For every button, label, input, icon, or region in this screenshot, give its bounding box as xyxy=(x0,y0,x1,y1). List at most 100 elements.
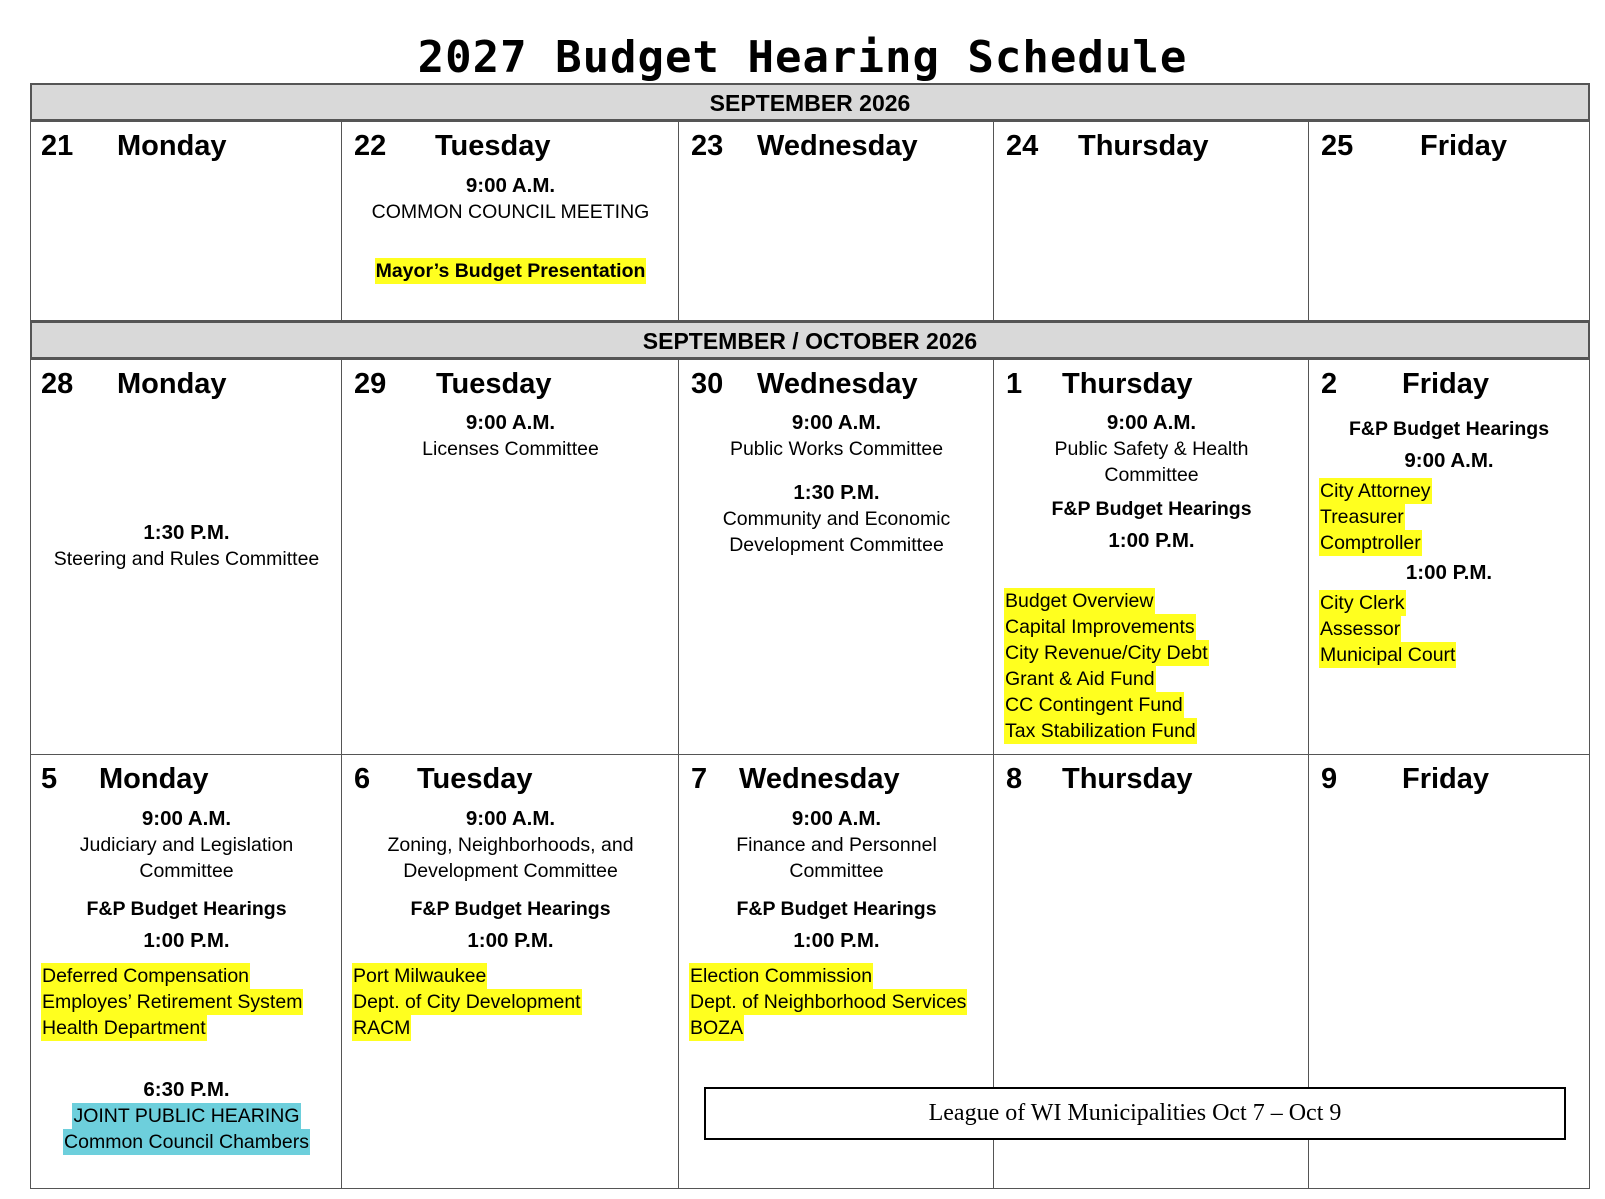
event-time: 9:00 A.M. xyxy=(1106,411,1197,434)
month-band-september: SEPTEMBER 2026 xyxy=(30,83,1590,121)
event-time-2: 1:00 P.M. xyxy=(1108,529,1195,552)
day-number: 6 xyxy=(354,763,371,795)
day-name: Tuesday xyxy=(417,763,533,795)
list-item: Deferred Compensation xyxy=(41,963,251,989)
day-number: 2 xyxy=(1321,368,1338,400)
day-number: 29 xyxy=(354,368,387,400)
event-title-a: Public Safety & Health xyxy=(1054,438,1249,460)
event-time: 9:00 A.M. xyxy=(141,807,232,830)
day-number: 23 xyxy=(691,130,724,162)
fp-hearings-label: F&P Budget Hearings xyxy=(736,898,937,920)
day-number: 25 xyxy=(1321,130,1354,162)
day-name: Thursday xyxy=(1062,368,1193,400)
list-item: Assessor xyxy=(1319,616,1402,642)
event-time: 9:00 A.M. xyxy=(465,411,556,434)
list-item: Municipal Court xyxy=(1319,642,1457,668)
day-name: Monday xyxy=(117,130,227,162)
hearing-list-pm: City Clerk Assessor Municipal Court xyxy=(1319,590,1457,668)
event-time-2: 1:00 P.M. xyxy=(143,929,230,952)
hearing-list: Port Milwaukee Dept. of City Development… xyxy=(352,963,582,1041)
list-item: Employes’ Retirement System xyxy=(41,989,304,1015)
day-number: 21 xyxy=(41,130,74,162)
event-time: 9:00 A.M. xyxy=(791,807,882,830)
day-number: 9 xyxy=(1321,763,1338,795)
month-band-sep-oct: SEPTEMBER / OCTOBER 2026 xyxy=(30,321,1590,359)
day-cell-oct-5: 5 Monday 9:00 A.M. Judiciary and Legisla… xyxy=(30,754,343,1189)
hearing-list-am: City Attorney Treasurer Comptroller xyxy=(1319,478,1432,556)
day-name: Wednesday xyxy=(739,763,900,795)
hearing-location: Common Council Chambers xyxy=(63,1129,310,1155)
day-number: 5 xyxy=(41,763,58,795)
list-item: Election Commission xyxy=(689,963,874,989)
day-name: Friday xyxy=(1420,130,1508,162)
day-cell-sep-29: 29 Tuesday 9:00 A.M. Licenses Committee xyxy=(341,359,680,756)
list-item: Grant & Aid Fund xyxy=(1004,666,1156,692)
event-time-2: 1:00 P.M. xyxy=(1405,561,1493,584)
event-time-2: 1:00 P.M. xyxy=(467,929,554,952)
event-title-b: Committee xyxy=(1104,464,1199,486)
day-number: 24 xyxy=(1006,130,1039,162)
event-title: COMMON COUNCIL MEETING xyxy=(371,201,650,223)
list-item: City Revenue/City Debt xyxy=(1004,640,1209,666)
league-notice: League of WI Municipalities Oct 7 – Oct … xyxy=(704,1087,1566,1140)
day-cell-sep-30: 30 Wednesday 9:00 A.M. Public Works Comm… xyxy=(678,359,995,756)
day-name: Wednesday xyxy=(757,130,918,162)
event-time-2: 1:30 P.M. xyxy=(793,481,880,504)
day-cell-oct-1: 1 Thursday 9:00 A.M. Public Safety & Hea… xyxy=(993,359,1310,756)
day-name: Monday xyxy=(117,368,227,400)
hearing-list: Election Commission Dept. of Neighborhoo… xyxy=(689,963,968,1041)
list-item: City Clerk xyxy=(1319,590,1406,616)
event-time-3: 6:30 P.M. xyxy=(143,1078,230,1101)
event-time: 9:00 A.M. xyxy=(465,174,556,197)
event-time-2: 1:00 P.M. xyxy=(793,929,880,952)
hearing-list: Budget Overview Capital Improvements Cit… xyxy=(1004,588,1209,744)
day-number: 28 xyxy=(41,368,74,400)
event-title-a: Finance and Personnel xyxy=(736,834,937,856)
joint-public-hearing: JOINT PUBLIC HEARING xyxy=(72,1103,301,1129)
event-title-2b: Development Committee xyxy=(729,534,944,556)
day-cell-sep-24: 24 Thursday xyxy=(993,121,1310,321)
event-title-b: Committee xyxy=(139,860,234,882)
list-item: CC Contingent Fund xyxy=(1004,692,1184,718)
list-item: Health Department xyxy=(41,1015,207,1041)
event-title: Steering and Rules Committee xyxy=(53,548,320,570)
event-title: Public Works Committee xyxy=(729,438,944,460)
highlighted-event: Mayor’s Budget Presentation xyxy=(374,258,647,284)
day-number: 1 xyxy=(1006,368,1023,400)
day-number: 8 xyxy=(1006,763,1023,795)
day-cell-sep-23: 23 Wednesday xyxy=(678,121,995,321)
list-item: Dept. of Neighborhood Services xyxy=(689,989,968,1015)
event-time: 9:00 A.M. xyxy=(465,807,556,830)
day-cell-sep-28: 28 Monday 1:30 P.M. Steering and Rules C… xyxy=(30,359,343,756)
list-item: RACM xyxy=(352,1015,412,1041)
event-time: 9:00 A.M. xyxy=(791,411,882,434)
day-name: Tuesday xyxy=(435,130,551,162)
list-item: Comptroller xyxy=(1319,530,1422,556)
day-cell-sep-22: 22 Tuesday 9:00 A.M. COMMON COUNCIL MEET… xyxy=(341,121,680,321)
event-title: Licenses Committee xyxy=(422,438,599,460)
fp-hearings-label: F&P Budget Hearings xyxy=(1051,498,1252,520)
list-item: Dept. of City Development xyxy=(352,989,582,1015)
list-item: Budget Overview xyxy=(1004,588,1155,614)
event-title-2a: Community and Economic xyxy=(722,508,951,530)
day-name: Tuesday xyxy=(436,368,552,400)
page-title: 2027 Budget Hearing Schedule xyxy=(417,32,1188,83)
day-name: Thursday xyxy=(1062,763,1193,795)
fp-hearings-label: F&P Budget Hearings xyxy=(86,898,287,920)
event-title-a: Zoning, Neighborhoods, and xyxy=(387,834,634,856)
fp-hearings-label: F&P Budget Hearings xyxy=(410,898,611,920)
list-item: Tax Stabilization Fund xyxy=(1004,718,1197,744)
list-item: Treasurer xyxy=(1319,504,1405,530)
day-name: Friday xyxy=(1402,763,1490,795)
event-time: 9:00 A.M. xyxy=(1404,449,1494,472)
day-number: 22 xyxy=(354,130,387,162)
list-item: Capital Improvements xyxy=(1004,614,1196,640)
event-title-b: Committee xyxy=(789,860,884,882)
day-cell-oct-6: 6 Tuesday 9:00 A.M. Zoning, Neighborhood… xyxy=(341,754,680,1189)
hearing-list: Deferred Compensation Employes’ Retireme… xyxy=(41,963,304,1041)
day-cell-sep-25: 25 Friday xyxy=(1308,121,1590,321)
fp-hearings-label: F&P Budget Hearings xyxy=(1348,418,1550,440)
day-name: Friday xyxy=(1402,368,1490,400)
day-cell-sep-21: 21 Monday xyxy=(30,121,343,321)
day-name: Thursday xyxy=(1078,130,1209,162)
